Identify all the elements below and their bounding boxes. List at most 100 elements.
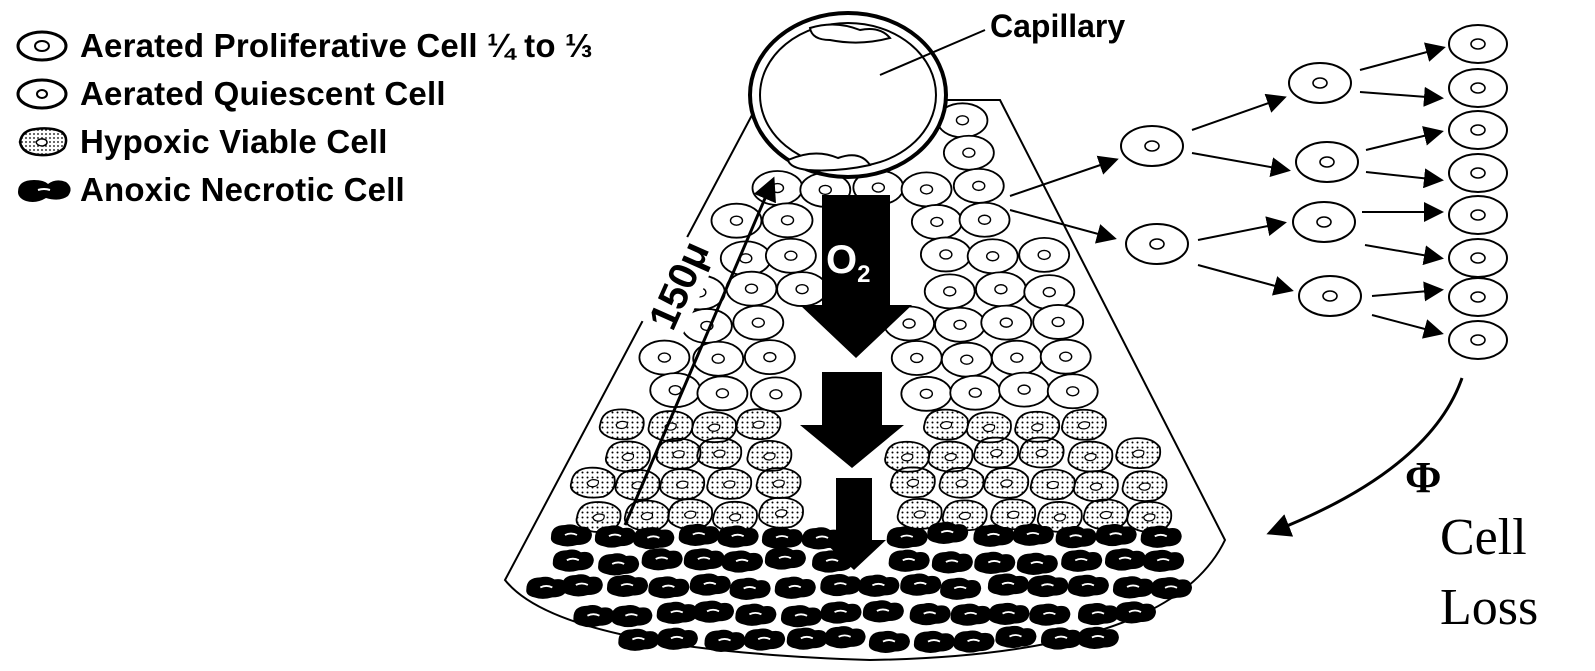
aerated-quiescent-cell xyxy=(777,272,827,306)
hypoxic-viable-cell xyxy=(1068,442,1112,472)
anoxic-necrotic-cell xyxy=(1027,575,1068,597)
hypoxic-viable-cell xyxy=(707,469,751,499)
oxygen-symbol: O xyxy=(826,238,857,282)
anoxic-necrotic-cell xyxy=(995,626,1036,648)
anoxic-necrotic-cell xyxy=(1105,548,1146,570)
hypoxic-viable-cell xyxy=(974,438,1018,468)
aerated-quiescent-cell xyxy=(1019,238,1069,272)
anoxic-necrotic-cell xyxy=(1151,577,1192,599)
aerated-proliferative-cell xyxy=(1299,276,1361,316)
anoxic-necrotic-cell xyxy=(551,524,592,546)
aerated-quiescent-cell xyxy=(968,239,1018,273)
hypoxic-viable-cell xyxy=(606,441,650,471)
anoxic-necrotic-cell xyxy=(684,548,725,570)
hypoxic-viable-cell xyxy=(1062,410,1106,440)
anoxic-necrotic-cell xyxy=(1115,601,1156,623)
cell-loss-symbol: Φ xyxy=(1405,452,1441,503)
aerated-quiescent-cell xyxy=(925,274,975,308)
hypoxic-viable-cell xyxy=(625,501,669,531)
aerated-quiescent-cell xyxy=(697,376,747,410)
division-arrow xyxy=(1198,223,1283,240)
aerated-proliferative-cell xyxy=(1449,278,1507,316)
division-arrow xyxy=(1366,172,1440,180)
anoxic-necrotic-cell xyxy=(573,605,614,627)
anoxic-necrotic-cell xyxy=(722,550,763,572)
aerated-proliferative-cell xyxy=(1449,321,1507,359)
anoxic-necrotic-cell xyxy=(553,550,594,572)
aerated-quiescent-cell xyxy=(763,203,813,237)
aerated-quiescent-cell xyxy=(733,306,783,340)
anoxic-necrotic-cell xyxy=(1068,575,1109,597)
anoxic-necrotic-cell xyxy=(1078,603,1119,625)
anoxic-necrotic-cell xyxy=(730,578,771,600)
hypoxic-viable-cell xyxy=(1116,438,1160,468)
aerated-proliferative-cell xyxy=(1296,142,1358,182)
anoxic-necrotic-cell xyxy=(1096,524,1137,546)
aerated-proliferative-cell xyxy=(1289,63,1351,103)
aerated-quiescent-cell xyxy=(1033,305,1083,339)
division-arrow xyxy=(1365,245,1440,258)
anoxic-necrotic-cell xyxy=(648,576,689,598)
aerated-quiescent-cell xyxy=(902,172,952,206)
aerated-quiescent-cell xyxy=(901,377,951,411)
aerated-quiescent-cell xyxy=(892,341,942,375)
aerated-proliferative-cell xyxy=(1126,224,1188,264)
anoxic-necrotic-cell xyxy=(607,575,648,597)
anoxic-necrotic-cell xyxy=(762,527,803,549)
anoxic-necrotic-cell xyxy=(679,524,720,546)
division-arrow xyxy=(1192,98,1283,130)
anoxic-necrotic-cell xyxy=(781,605,822,627)
division-arrow xyxy=(1372,315,1440,333)
aerated-quiescent-cell xyxy=(751,377,801,411)
anoxic-necrotic-cell xyxy=(1143,550,1184,572)
anoxic-necrotic-cell xyxy=(910,603,951,625)
aerated-quiescent-cell xyxy=(999,373,1049,407)
anoxic-necrotic-cell xyxy=(889,550,930,572)
anoxic-necrotic-cell xyxy=(611,605,652,627)
anoxic-necrotic-cell xyxy=(973,525,1014,547)
anoxic-necrotic-cell xyxy=(1029,604,1070,626)
anoxic-necrotic-cell xyxy=(914,631,955,653)
division-arrow xyxy=(1192,153,1287,170)
anoxic-necrotic-cell xyxy=(927,522,968,544)
aerated-quiescent-cell xyxy=(981,306,1031,340)
anoxic-necrotic-cell xyxy=(1113,576,1154,598)
anoxic-necrotic-cell xyxy=(1078,627,1119,649)
anoxic-necrotic-cell xyxy=(940,578,981,600)
aerated-quiescent-cell xyxy=(639,341,689,375)
oxygen-label: O2 xyxy=(826,238,870,289)
aerated-quiescent-cell xyxy=(752,171,802,205)
hypoxic-viable-cell xyxy=(571,468,615,498)
anoxic-necrotic-cell xyxy=(820,574,861,596)
hypoxic-viable-cell xyxy=(891,467,935,497)
aerated-quiescent-cell xyxy=(1041,340,1091,374)
aerated-quiescent-cell xyxy=(745,340,795,374)
hypoxic-viable-cell xyxy=(1020,438,1064,468)
hypoxic-viable-cell xyxy=(1123,471,1167,501)
anoxic-necrotic-cell xyxy=(1141,526,1182,548)
anoxic-necrotic-cell xyxy=(562,574,603,596)
anoxic-necrotic-cell xyxy=(657,602,698,624)
anoxic-necrotic-cell xyxy=(787,628,828,650)
division-arrow xyxy=(1360,92,1440,98)
hypoxic-viable-cell xyxy=(940,468,984,498)
hypoxic-viable-cell xyxy=(928,442,972,472)
anoxic-necrotic-cell xyxy=(863,600,904,622)
anoxic-necrotic-cell xyxy=(988,574,1029,596)
aerated-quiescent-cell xyxy=(954,169,1004,203)
aerated-proliferative-cell xyxy=(1449,239,1507,277)
anoxic-necrotic-cell xyxy=(1041,627,1082,649)
division-arrow xyxy=(1372,290,1440,296)
anoxic-necrotic-cell xyxy=(598,553,639,575)
aerated-proliferative-cell xyxy=(1121,126,1183,166)
aerated-proliferative-cell xyxy=(1293,202,1355,242)
aerated-quiescent-cell xyxy=(766,239,816,273)
aerated-quiescent-cell xyxy=(726,272,776,306)
anoxic-necrotic-cell xyxy=(974,552,1015,574)
aerated-quiescent-cell xyxy=(944,136,994,170)
anoxic-necrotic-cell xyxy=(988,603,1029,625)
cell-loss-label-line1: Cell xyxy=(1440,508,1527,567)
anoxic-necrotic-cell xyxy=(932,551,973,573)
